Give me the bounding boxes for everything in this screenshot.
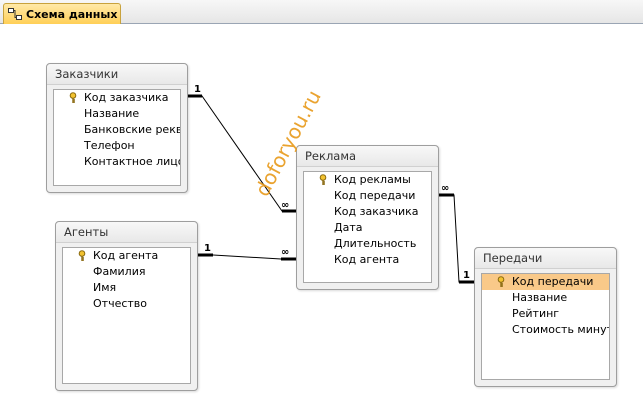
field-item[interactable]: Код заказчика <box>334 205 419 218</box>
field-item[interactable]: Отчество <box>93 297 148 310</box>
table-window-agenty[interactable]: Агенты Код агента Фамилия Имя Отчество <box>55 221 198 391</box>
field-item[interactable]: Код передачи <box>334 189 416 202</box>
field-item[interactable]: Название <box>84 107 140 120</box>
table-window-peredachi[interactable]: Передачи Код передачи Название Рейтинг С… <box>474 247 617 387</box>
table-title[interactable]: Заказчики <box>47 64 187 85</box>
tab-schema[interactable]: Схема данных <box>3 3 121 24</box>
cardinality-one-label: 1 <box>194 84 201 95</box>
field-list[interactable]: Код рекламы Код передачи Код заказчика Д… <box>303 171 432 283</box>
cardinality-one-label: 1 <box>204 243 211 254</box>
field-item[interactable]: Контактное лицо <box>84 155 181 168</box>
primary-key-icon <box>78 250 86 261</box>
field-item[interactable]: Длительность <box>334 237 417 250</box>
field-item-selected[interactable]: Код передачи <box>482 274 609 290</box>
field-item[interactable]: Код рекламы <box>304 172 431 188</box>
relationships-canvas[interactable]: 1 ∞ 1 ∞ ∞ 1 Заказчики Код заказчика Назв… <box>0 24 643 401</box>
primary-key-icon <box>69 92 77 103</box>
table-window-zakazchiki[interactable]: Заказчики Код заказчика Название Банковс… <box>46 63 188 193</box>
table-window-reklama[interactable]: Реклама Код рекламы Код передачи Код зак… <box>296 145 439 290</box>
field-item[interactable]: Стоимость минуты <box>512 323 609 336</box>
field-list[interactable]: Код заказчика Название Банковские реквиз… <box>53 89 181 186</box>
cardinality-many-label: ∞ <box>441 183 449 194</box>
field-item[interactable]: Код заказчика <box>54 90 180 106</box>
field-item[interactable]: Фамилия <box>93 265 146 278</box>
table-title[interactable]: Агенты <box>56 222 197 243</box>
table-title[interactable]: Передачи <box>475 248 616 269</box>
cardinality-many-label: ∞ <box>281 200 289 211</box>
primary-key-icon <box>497 276 505 287</box>
table-title[interactable]: Реклама <box>297 146 438 167</box>
field-list[interactable]: Код передачи Название Рейтинг Стоимость … <box>481 273 610 380</box>
field-item[interactable]: Рейтинг <box>512 307 560 320</box>
field-item[interactable]: Дата <box>334 221 363 234</box>
primary-key-icon <box>319 174 327 185</box>
field-item[interactable]: Код агента <box>334 253 400 266</box>
field-item[interactable]: Название <box>512 291 568 304</box>
tab-label: Схема данных <box>26 7 118 21</box>
field-item[interactable]: Телефон <box>84 139 135 152</box>
field-list[interactable]: Код агента Фамилия Имя Отчество <box>62 247 191 384</box>
field-item[interactable]: Банковские реквизиты <box>84 123 181 136</box>
field-item[interactable]: Код агента <box>63 248 190 264</box>
relationships-icon <box>8 8 22 20</box>
document-tab-bar: Схема данных <box>0 0 643 24</box>
relationship-lines: 1 ∞ 1 ∞ ∞ 1 <box>183 84 479 284</box>
cardinality-one-label: 1 <box>463 270 470 281</box>
field-item[interactable]: Имя <box>93 281 117 294</box>
cardinality-many-label: ∞ <box>281 247 289 258</box>
